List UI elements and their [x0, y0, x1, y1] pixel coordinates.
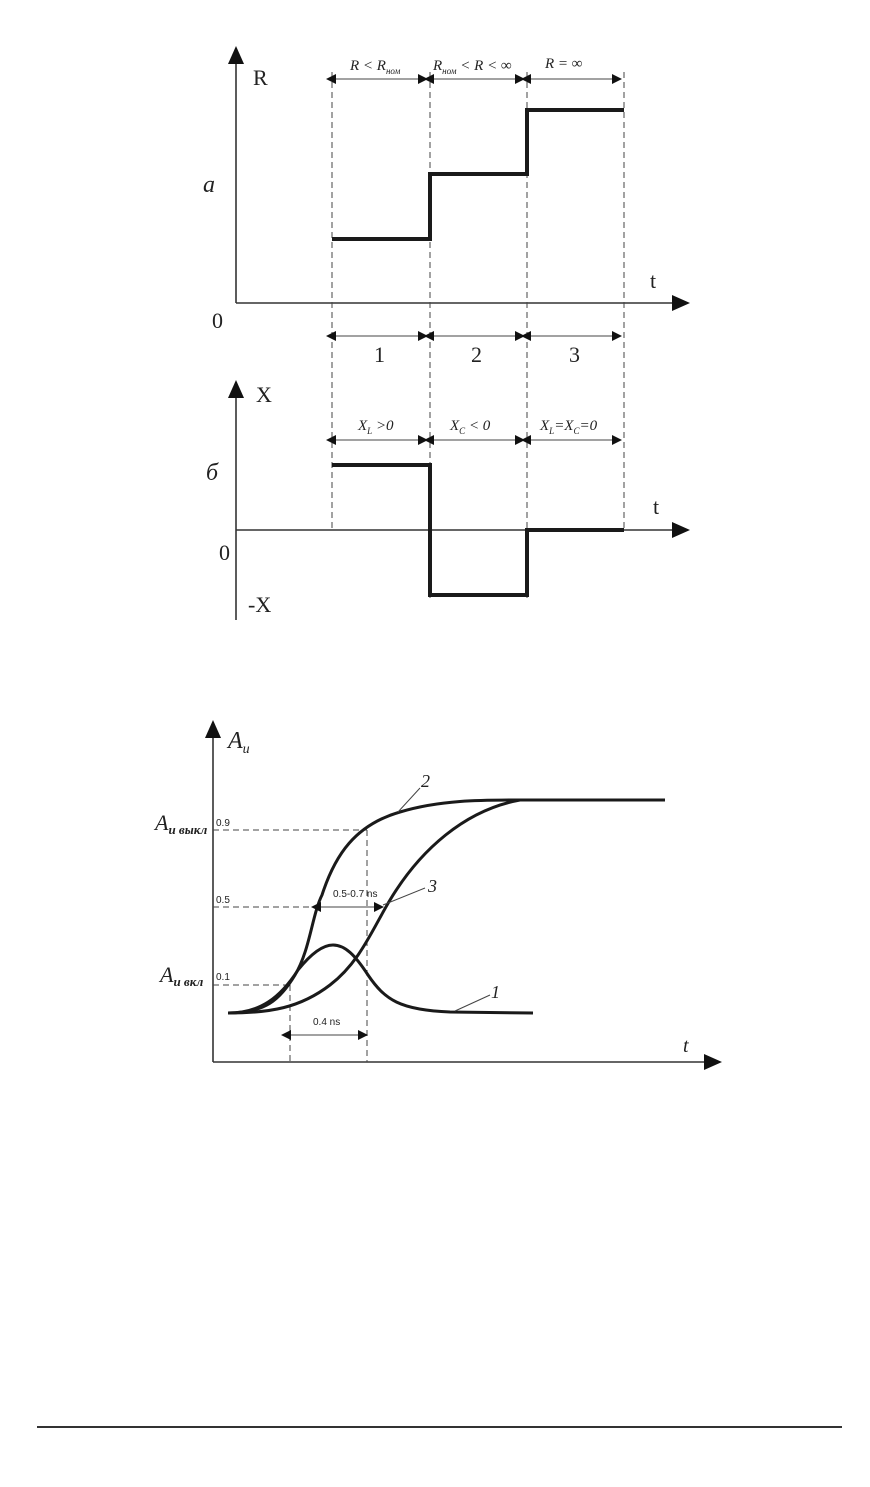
stage-number-1: 1: [374, 342, 385, 367]
curve-label-3: 3: [427, 876, 437, 896]
level-01: 0.1: [216, 972, 230, 983]
neg-x-label: -X: [248, 592, 271, 617]
curve-1: [227, 943, 534, 1015]
interval-label-1: R < Rном: [349, 58, 401, 76]
interval-label-zero: XL=XC=0: [539, 418, 598, 436]
a-axis-label: Aи: [226, 728, 250, 757]
interval-label-xl: XL >0: [357, 418, 394, 436]
panel-label-a: а: [203, 172, 215, 198]
figure-a-resistance-diagram: R а t 0 R < Rном Rном < R < ∞ R = ∞ 1 2 …: [203, 46, 690, 600]
origin-label: 0: [212, 308, 223, 333]
curve-2-leader: [397, 787, 421, 813]
r-axis-label: R: [253, 65, 268, 90]
figure-b-reactance-diagram: X б t 0 -X XL >0 XC < 0 XL=XC=0: [206, 380, 690, 620]
resistance-step-line: [332, 108, 624, 241]
reactance-step-line: [332, 463, 624, 597]
curve-1-leader: [454, 994, 491, 1012]
interval-05-07-label: 0.5-0.7 ns: [333, 889, 377, 900]
a-off-label: Aи выкл: [153, 810, 208, 837]
t-axis-label: t: [653, 494, 659, 519]
curve-label-2: 2: [421, 771, 430, 791]
curve-3: [227, 798, 521, 1015]
stage-number-3: 3: [569, 342, 580, 367]
curve-label-1: 1: [491, 982, 500, 1002]
stage-number-2: 2: [471, 342, 482, 367]
x-axis-label: X: [256, 382, 272, 407]
t-axis-label: t: [650, 268, 656, 293]
level-05: 0.5: [216, 895, 230, 906]
interval-label-3: R = ∞: [544, 56, 583, 72]
figure-c-amplitude-diagram: Aи t Aи выкл Aи вкл 0.9 0.5 0.1 0.5-0.7 …: [153, 720, 722, 1070]
interval-04-label: 0.4 ns: [313, 1017, 340, 1028]
origin-label: 0: [219, 540, 230, 565]
curve-3-leader: [382, 887, 426, 906]
level-guides: [213, 829, 368, 1062]
a-on-label: Aи вкл: [158, 962, 204, 989]
interval-label-2: Rном < R < ∞: [432, 58, 512, 76]
panel-label-b: б: [206, 460, 219, 486]
level-09: 0.9: [216, 818, 230, 829]
interval-label-xc: XC < 0: [449, 418, 491, 436]
t-axis-label: t: [683, 1035, 689, 1057]
